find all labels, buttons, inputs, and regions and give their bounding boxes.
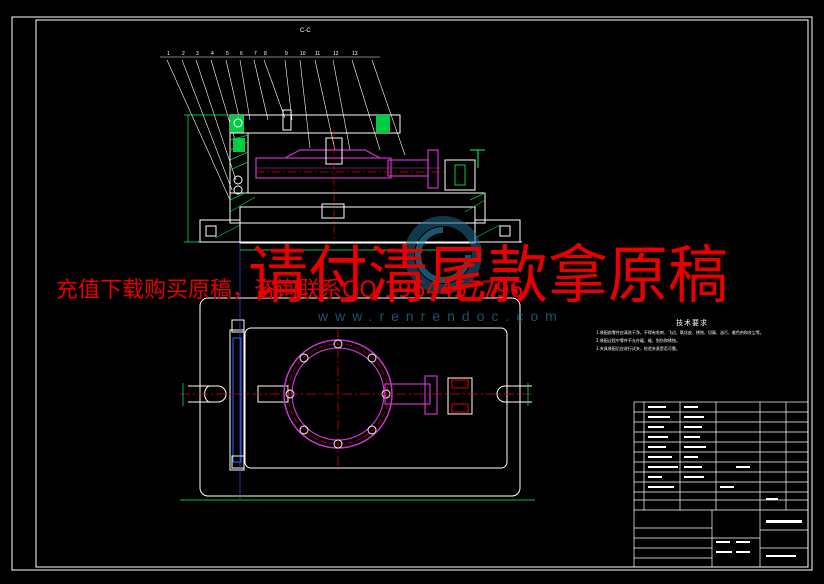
part-number-label: 6: [240, 51, 243, 57]
part-number-label: 10: [300, 51, 306, 57]
section-label: C-C: [300, 28, 311, 34]
title-block: [633, 401, 809, 568]
watermark-main-text: 请付清尾款拿原稿: [248, 239, 728, 313]
part-number-label: 13: [352, 51, 358, 57]
plan-view: [180, 244, 535, 501]
watermark-site: www.renrendoc.com: [318, 308, 564, 324]
tech-note: 2.装配过程中零件不允许磕、碰、划伤和锈蚀。: [596, 338, 680, 343]
tech-note: 1.装配前零件应清洗干净，不得有毛刺、飞边、氧化皮、锈蚀、切屑、油污、着色剂和灰…: [596, 330, 764, 335]
technical-requirements-notes: 1.装配前零件应清洗干净，不得有毛刺、飞边、氧化皮、锈蚀、切屑、油污、着色剂和灰…: [596, 329, 764, 353]
part-number-label: 5: [226, 51, 229, 57]
part-number-label: 7: [254, 51, 257, 57]
front-section-view: [160, 56, 522, 251]
technical-requirements-title: 技术要求: [676, 319, 708, 327]
watermark-contact-text: 充值下载购买原稿，咨询联系QQ 1964457796: [56, 278, 524, 303]
part-number-label: 8: [264, 51, 267, 57]
part-number-label: 1: [167, 51, 170, 57]
tech-note: 3.夹具装配后应进行试夹，检验夹紧是否可靠。: [596, 346, 680, 351]
part-number-label: 9: [285, 51, 288, 57]
outer-frame: [11, 16, 813, 571]
part-number-label: 3: [196, 51, 199, 57]
part-number-label: 4: [211, 51, 214, 57]
watermark-logo-icon: [404, 216, 482, 294]
part-number-label: 12: [333, 51, 339, 57]
part-number-label: 2: [182, 51, 185, 57]
part-number-label: 11: [315, 51, 320, 57]
title-block-text: [648, 406, 802, 557]
inner-frame: [35, 19, 809, 568]
